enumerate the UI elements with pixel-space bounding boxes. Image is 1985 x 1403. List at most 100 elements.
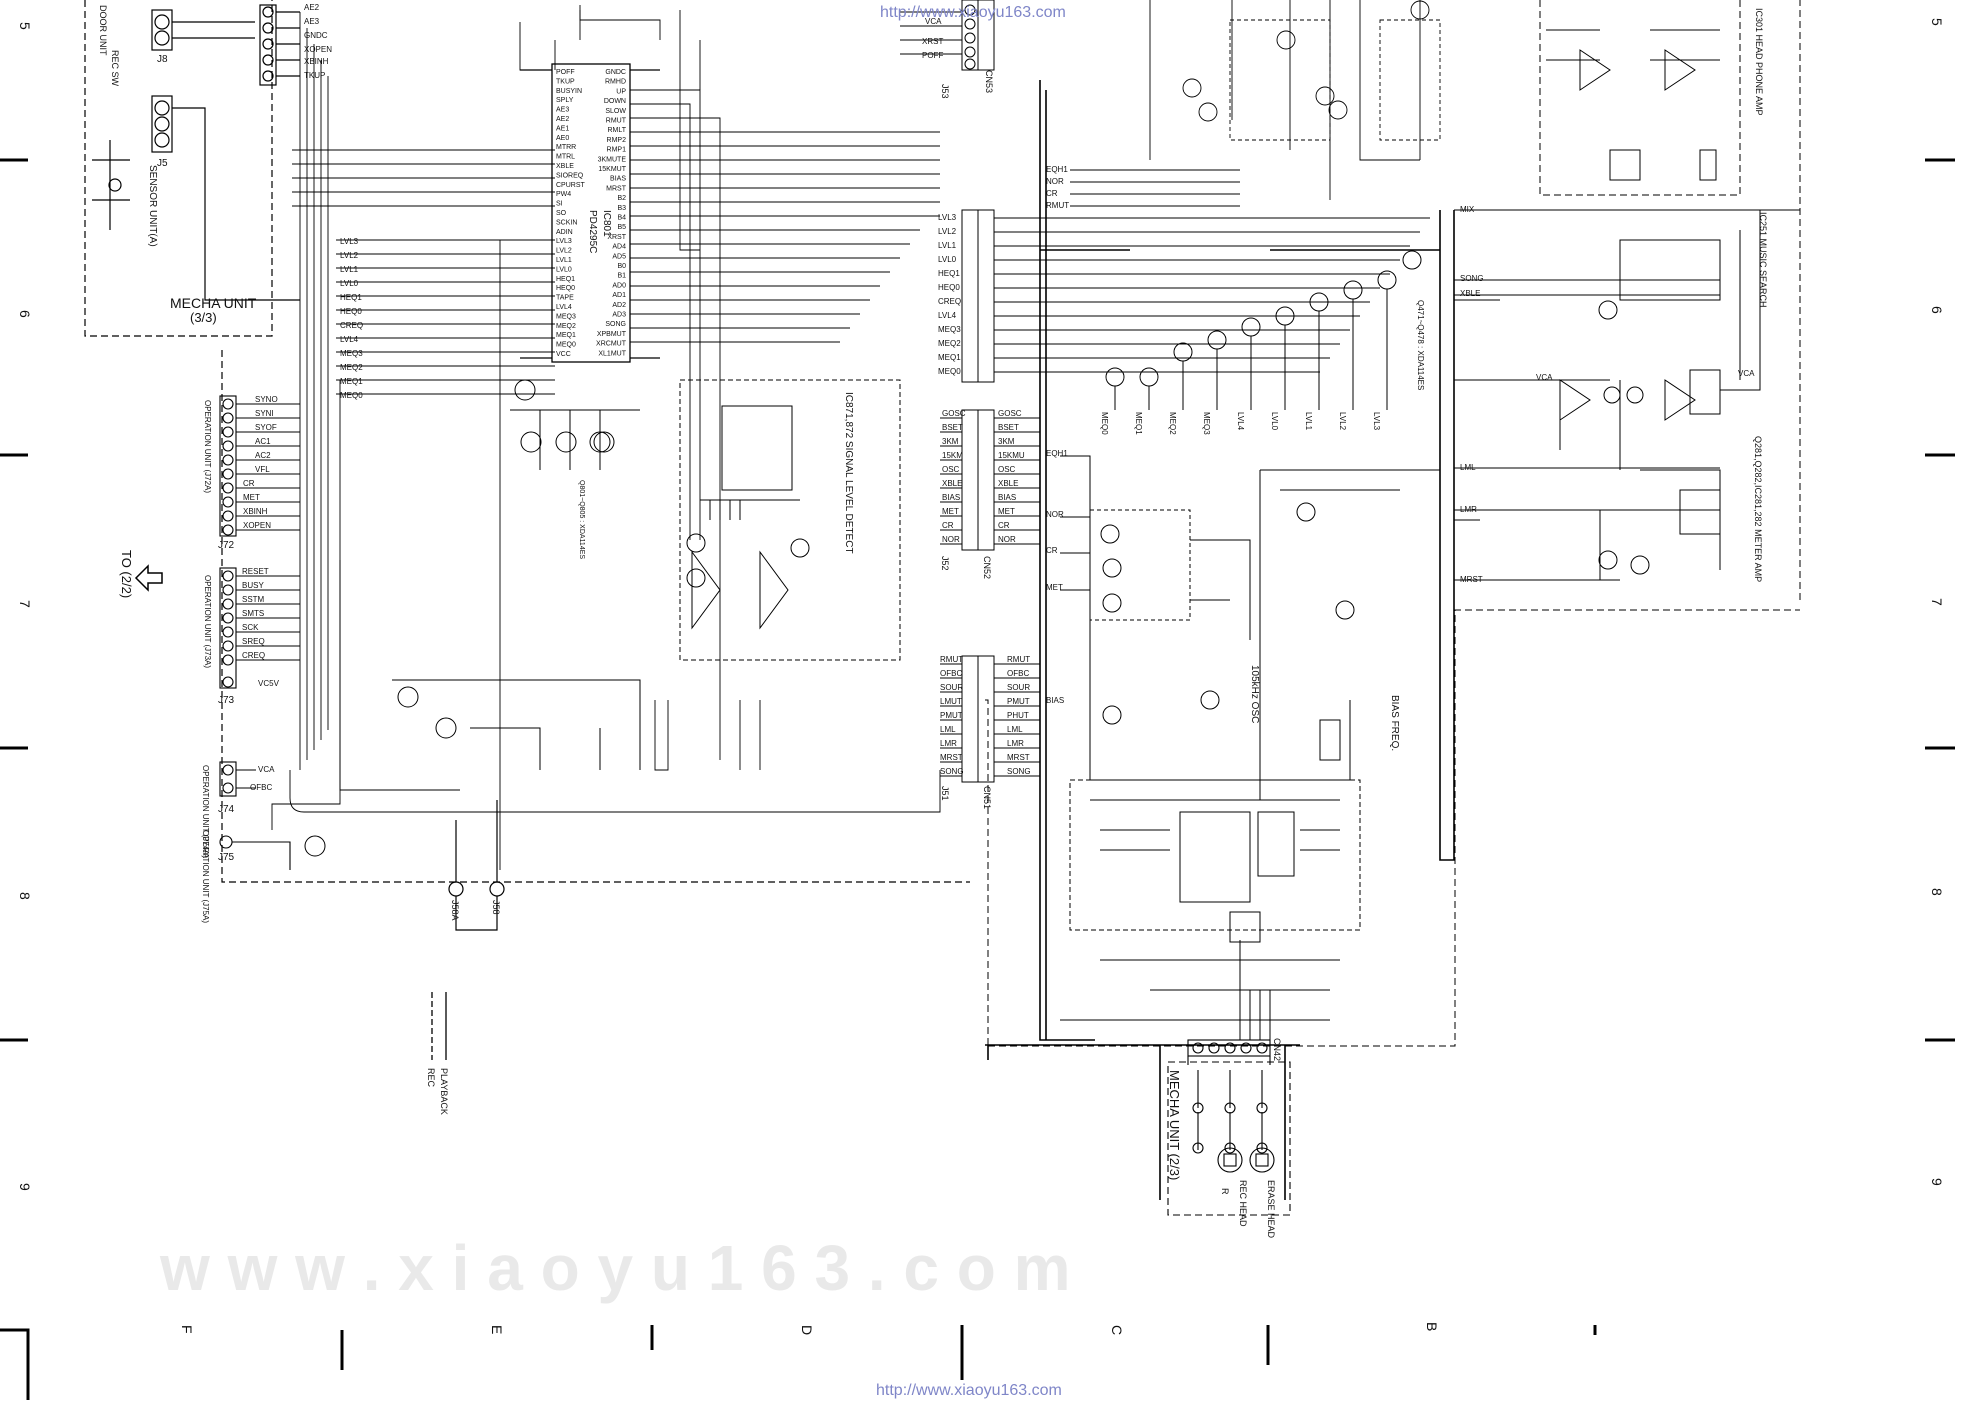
- ic801-left-pin: PW4: [556, 191, 571, 198]
- to-page-label: TO (2/2): [119, 550, 134, 598]
- left-bus-label: LVL3: [340, 237, 359, 246]
- left-bus-label: MEQ1: [340, 377, 363, 386]
- cn52-pin: 3KM: [998, 437, 1015, 446]
- ic801-left-pin: HEQ0: [556, 285, 575, 292]
- mecha-pin: TKUP: [304, 71, 325, 80]
- cn51-pin: RMUT: [1007, 655, 1030, 664]
- row-label: 6: [1929, 306, 1945, 314]
- j52-label: J52: [940, 556, 950, 571]
- ic801-left-pin: BUSYIN: [556, 88, 582, 95]
- signal-detect-label: IC871,872 SIGNAL LEVEL DETECT: [843, 392, 854, 554]
- q-row-label: LVL3: [1372, 412, 1381, 431]
- op-unit-j72-label: OPERATION UNIT (J72A): [203, 400, 212, 493]
- q-row-label: LVL2: [1338, 412, 1347, 431]
- j51-pin: LMUT: [940, 697, 962, 706]
- j74-pin: VCA: [258, 765, 275, 774]
- footer-url[interactable]: http://www.xiaoyu163.com: [876, 1382, 1062, 1399]
- j53-bus-label: HEQ1: [938, 269, 960, 278]
- driver-transistors: [304, 379, 641, 857]
- cn51-pin: PMUT: [1007, 697, 1030, 706]
- header-url[interactable]: http://www.xiaoyu163.com: [880, 4, 1066, 21]
- left-bus-label: LVL4: [340, 335, 359, 344]
- grid-row-labels-left: 5 6 7 8 9: [17, 22, 33, 1191]
- cn51-pin: LML: [1007, 725, 1023, 734]
- left-bus-labels: LVL3 LVL2 LVL1 LVL0 HEQ1 HEQ0 CREQ LVL4 …: [340, 237, 363, 400]
- cn51-pin: PHUT: [1007, 711, 1029, 720]
- j72-pin: XOPEN: [243, 521, 271, 530]
- j74-connector: [219, 761, 291, 870]
- ic801-name: IC801: [601, 210, 612, 237]
- ic801-right-pin: B5: [617, 224, 626, 231]
- left-bus-label: MEQ3: [340, 349, 363, 358]
- osc-label: 105kHz OSC: [1249, 665, 1260, 723]
- line-legend: [431, 992, 447, 1060]
- j52-pin: XBLE: [942, 479, 962, 488]
- mecha-pin: XBINH: [304, 57, 329, 66]
- right-signal-labels: MIX SONG XBLE VCA LML LMR MRST VCA: [1460, 205, 1755, 584]
- j53-bus-label: LVL2: [938, 227, 957, 236]
- ic801-left-pin: VCC: [556, 351, 571, 358]
- ic801-right-pin: UP: [616, 88, 626, 95]
- ic801-right-pin: AD4: [612, 244, 626, 251]
- j52-pin: NOR: [942, 535, 960, 544]
- mid-labels: EQH1 NOR CR MET: [1046, 449, 1068, 592]
- j72-connector: [219, 395, 300, 537]
- row-label: 9: [1929, 1178, 1945, 1186]
- j73-pin-labels: RESET BUSY SSTM SMTS SCK SREQ CREQ VC5V: [242, 567, 280, 688]
- ic801-right-pin: AD0: [612, 282, 626, 289]
- ic801-left-pin: SIOREQ: [556, 172, 584, 179]
- row-label: 7: [17, 600, 33, 608]
- j5-label: J5: [157, 158, 168, 169]
- dashed-frames: [985, 0, 1801, 1047]
- ic801-left-pin: LVL1: [556, 257, 572, 264]
- j51-pin: LMR: [940, 739, 957, 748]
- j53-bus-label: LVL0: [938, 255, 957, 264]
- cn52-pin: 15KMU: [998, 451, 1025, 460]
- ic801-right-pin: 3KMUTE: [598, 156, 627, 163]
- j8-label: J8: [157, 54, 168, 65]
- j72-pin-labels: SYNO SYNI SYOF AC1 AC2 VFL CR MET XBINH …: [243, 395, 278, 530]
- ic801-left-pin: TKUP: [556, 78, 575, 85]
- cn52-pin: MET: [998, 507, 1015, 516]
- cn42-connector: [1167, 1039, 1291, 1216]
- col-label: D: [799, 1325, 815, 1335]
- erase-head-label: ERASE HEAD: [1266, 1180, 1276, 1239]
- j72-pin: SYNI: [255, 409, 274, 418]
- j52-pin: 15KM: [942, 451, 963, 460]
- j53-bus-label: HEQ0: [938, 283, 960, 292]
- watermark: w w w . x i a o y u 1 6 3 . c o m: [159, 1232, 1071, 1304]
- j73-pin: CREQ: [242, 651, 265, 660]
- eq-labels: EQH1 NOR CR RMUT: [1046, 165, 1069, 210]
- cn53-pin-labels: VCA XRST POFF: [922, 17, 943, 60]
- j73-connector: [219, 567, 300, 689]
- mecha-unit-2-title: MECHA UNIT (2/3): [1167, 1070, 1182, 1180]
- mecha-pin: GNDC: [304, 31, 328, 40]
- cn52-pin: XBLE: [998, 479, 1018, 488]
- j53-bus-label: LVL3: [938, 213, 957, 222]
- j58a-label: J58A: [450, 900, 460, 921]
- j72-label: J72: [218, 540, 235, 551]
- left-bus-label: CREQ: [340, 321, 363, 330]
- cn51-pin: SOUR: [1007, 683, 1030, 692]
- j74-label: J74: [218, 804, 235, 815]
- ic801-left-pin: SPLY: [556, 97, 574, 104]
- j72-pin: AC1: [255, 437, 271, 446]
- q-row-label: MEQ1: [1134, 412, 1143, 435]
- ic801-left-pin: AE1: [556, 125, 569, 132]
- ic801-left-pin: LVL3: [556, 238, 572, 245]
- mid-label: NOR: [1046, 510, 1064, 519]
- eq-switching: [1060, 455, 1440, 800]
- q471-ladder: [1105, 250, 1422, 410]
- cn51-label: CN51: [982, 786, 992, 809]
- j52-pin: OSC: [942, 465, 960, 474]
- j52-pin: CR: [942, 521, 954, 530]
- ic801-left-pin: XBLE: [556, 163, 574, 170]
- mecha-unit-3-block: [84, 0, 970, 883]
- j75-label: J75: [218, 852, 235, 863]
- ic801-left-pin: POFF: [556, 69, 575, 76]
- right-signal-label: VCA: [1738, 369, 1755, 378]
- right-signal-label: XBLE: [1460, 289, 1480, 298]
- frame-markers: [0, 158, 1955, 1400]
- bias-freq-label: BIAS FREQ.: [1389, 695, 1400, 751]
